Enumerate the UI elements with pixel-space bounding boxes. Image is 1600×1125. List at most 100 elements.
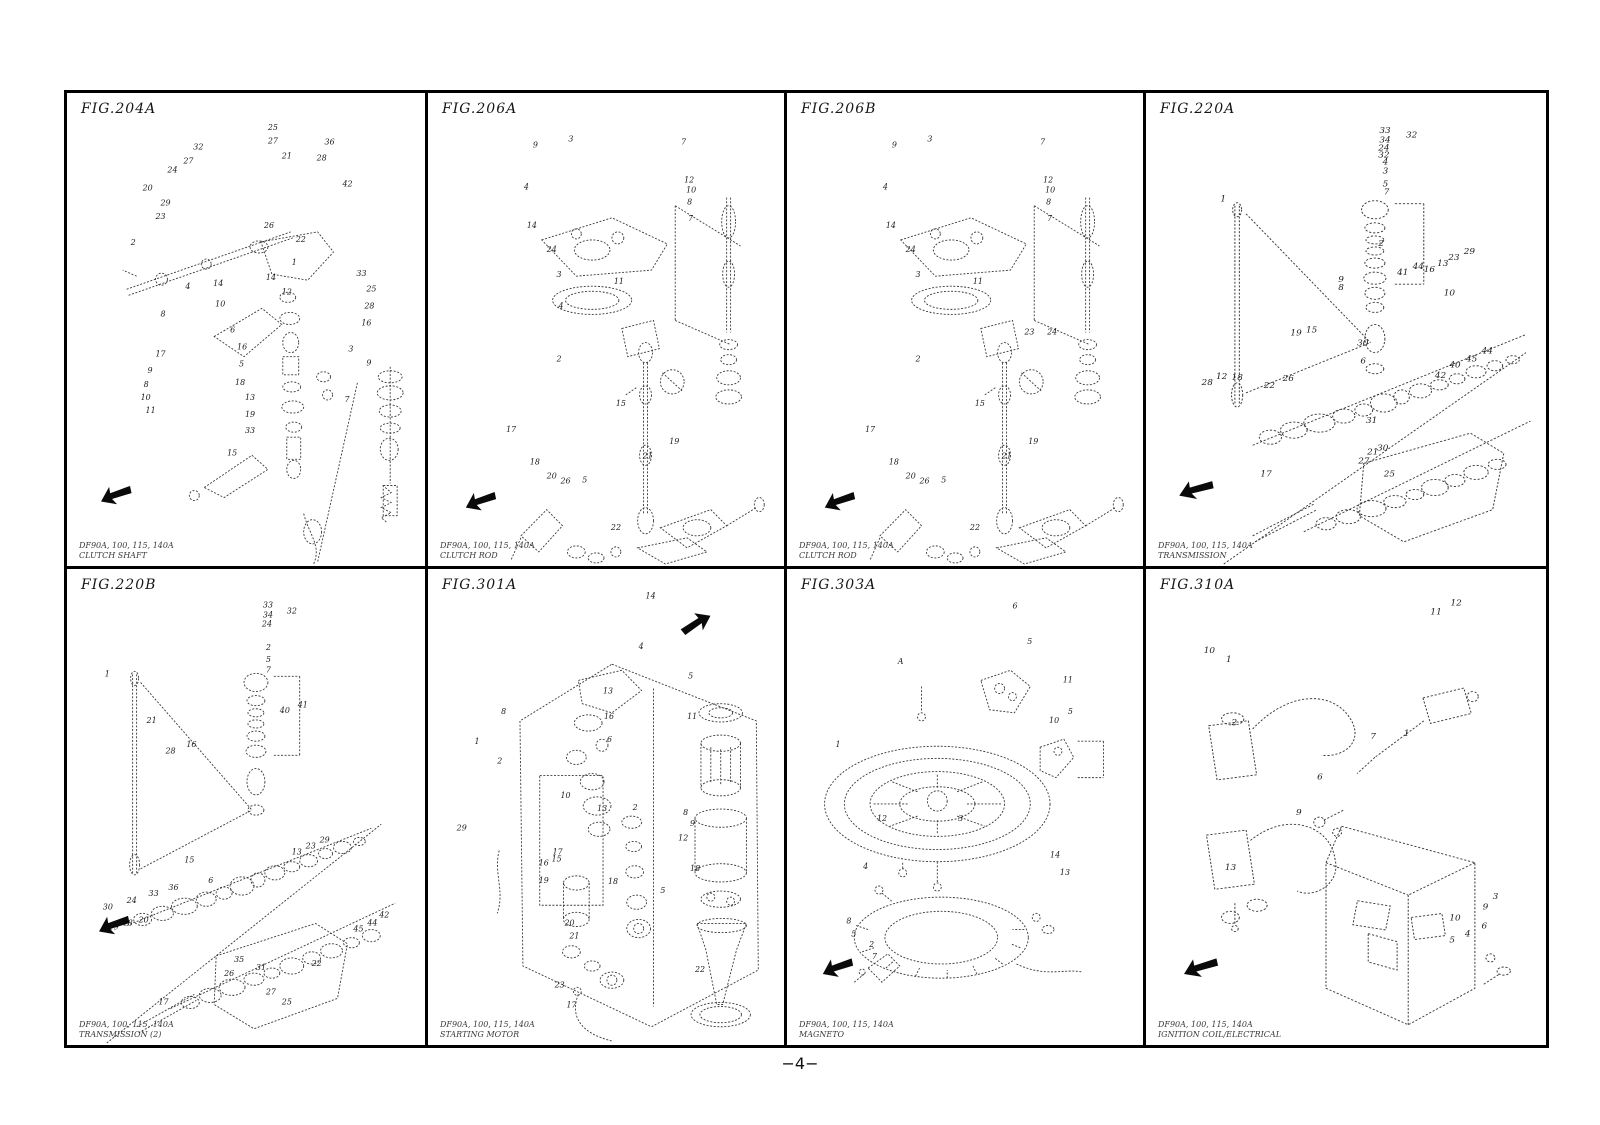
sketch-shape <box>932 239 970 261</box>
sketch-shape <box>540 217 668 277</box>
part-callout: 19 <box>1028 437 1038 446</box>
sketch-shape <box>1223 352 1527 565</box>
part-callout: 29 <box>456 823 467 832</box>
sketch-shape <box>583 960 601 972</box>
figure-drawing: 1448121316610131715161819202117295112891… <box>456 591 759 1042</box>
sketch-shape <box>263 967 281 979</box>
sketch-shape <box>299 854 319 868</box>
part-callout: 17 <box>1260 469 1272 478</box>
sketch-shape <box>1074 389 1101 405</box>
sketch-shape <box>682 519 712 537</box>
sketch-shape <box>322 389 333 401</box>
figure-caption-name: TRANSMISSION <box>1158 551 1227 560</box>
sketch-shape <box>1323 809 1345 821</box>
part-callout: 15 <box>227 448 237 457</box>
sketch-shape <box>1258 429 1283 445</box>
sketch-shape <box>130 670 140 686</box>
sketch-shape <box>1250 823 1337 894</box>
part-callout: 5 <box>1027 637 1032 646</box>
part-callout: 12 <box>684 176 694 185</box>
sketch-shape <box>1448 373 1466 385</box>
part-callout: 14 <box>266 273 276 282</box>
sketch-shape <box>626 894 647 910</box>
sketch-shape <box>380 487 393 524</box>
part-callout: 11 <box>1430 608 1441 618</box>
part-callout: 24 <box>546 245 557 254</box>
part-callout: 10 <box>1449 914 1461 924</box>
part-callout: 3 <box>916 270 921 279</box>
part-callout: 20 <box>138 915 149 924</box>
sketch-shape <box>245 744 267 758</box>
part-callout: 5 <box>660 886 665 895</box>
figure-title: FIG.204A <box>81 101 157 117</box>
sketch-shape <box>247 719 265 729</box>
sketch-shape <box>998 444 1011 466</box>
sketch-shape <box>1232 202 1243 218</box>
part-callout: 15 <box>975 399 985 408</box>
sketch-shape <box>1081 260 1095 288</box>
sketch-shape <box>1356 757 1376 774</box>
sketch-shape <box>1483 973 1500 985</box>
sketch-shape <box>867 953 901 983</box>
sketch-shape <box>970 231 984 245</box>
part-callout: 7 <box>1384 187 1390 196</box>
sketch-shape <box>565 290 620 310</box>
sketch-shape <box>1335 509 1361 525</box>
part-callout: 13 <box>292 848 302 857</box>
sketch-shape <box>1422 687 1472 724</box>
sketch-shape <box>595 738 609 752</box>
part-callout: 3 <box>348 345 353 354</box>
sketch-shape <box>674 205 741 247</box>
sketch-shape <box>626 918 651 939</box>
part-callout: 3 <box>1383 166 1389 175</box>
sketch-shape <box>229 876 255 896</box>
sketch-shape <box>587 552 605 564</box>
sketch-shape <box>1383 495 1407 509</box>
part-callout: 41 <box>297 701 308 710</box>
sketch-shape <box>1252 334 1527 446</box>
part-callout: 26 <box>560 476 571 485</box>
sketch-shape <box>694 863 747 883</box>
sketch-shape <box>1421 478 1449 497</box>
part-callout: 14 <box>646 591 656 600</box>
part-callout: 33 <box>263 600 273 609</box>
part-callout: 42 <box>1434 370 1446 379</box>
part-callout: 29 <box>1463 246 1476 255</box>
part-callout: 16 <box>539 859 549 868</box>
part-callout: 12 <box>1216 371 1227 380</box>
sketch-shape <box>824 745 1051 863</box>
part-callout: 5 <box>1449 936 1455 946</box>
part-callout: 6 <box>607 735 612 744</box>
part-callout: 9 <box>690 819 695 828</box>
part-callout: 4 <box>1464 930 1471 940</box>
sketch-shape <box>106 823 382 1044</box>
sketch-shape <box>621 319 660 358</box>
part-callout: 10 <box>686 186 696 195</box>
sketch-shape <box>885 960 895 969</box>
fwd-arrow-icon <box>824 491 856 511</box>
part-callout: 16 <box>604 712 614 721</box>
sketch-shape <box>1231 925 1239 933</box>
sketch-shape <box>599 971 625 989</box>
sketch-shape <box>1369 393 1398 413</box>
sketch-shape <box>899 786 976 822</box>
fwd-arrow-icon <box>1179 481 1214 499</box>
sketch-shape <box>1365 363 1385 375</box>
part-callout: 2 <box>915 355 921 364</box>
sketch-shape <box>279 291 297 303</box>
part-callout: 7 <box>688 214 694 223</box>
part-callout: 25 <box>281 997 292 1006</box>
sketch-shape <box>694 808 747 828</box>
part-callout: 8 <box>846 916 851 925</box>
part-callout: 6 <box>208 876 213 885</box>
part-callout: 15 <box>616 399 626 408</box>
part-callout: 32 <box>1406 130 1417 139</box>
part-callout: 10 <box>1204 646 1216 656</box>
sketch-shape <box>972 965 978 975</box>
sketch-shape <box>282 356 300 376</box>
sketch-shape <box>1393 389 1410 405</box>
part-callout: 32 <box>193 142 203 151</box>
part-callout: 1 <box>474 737 479 746</box>
